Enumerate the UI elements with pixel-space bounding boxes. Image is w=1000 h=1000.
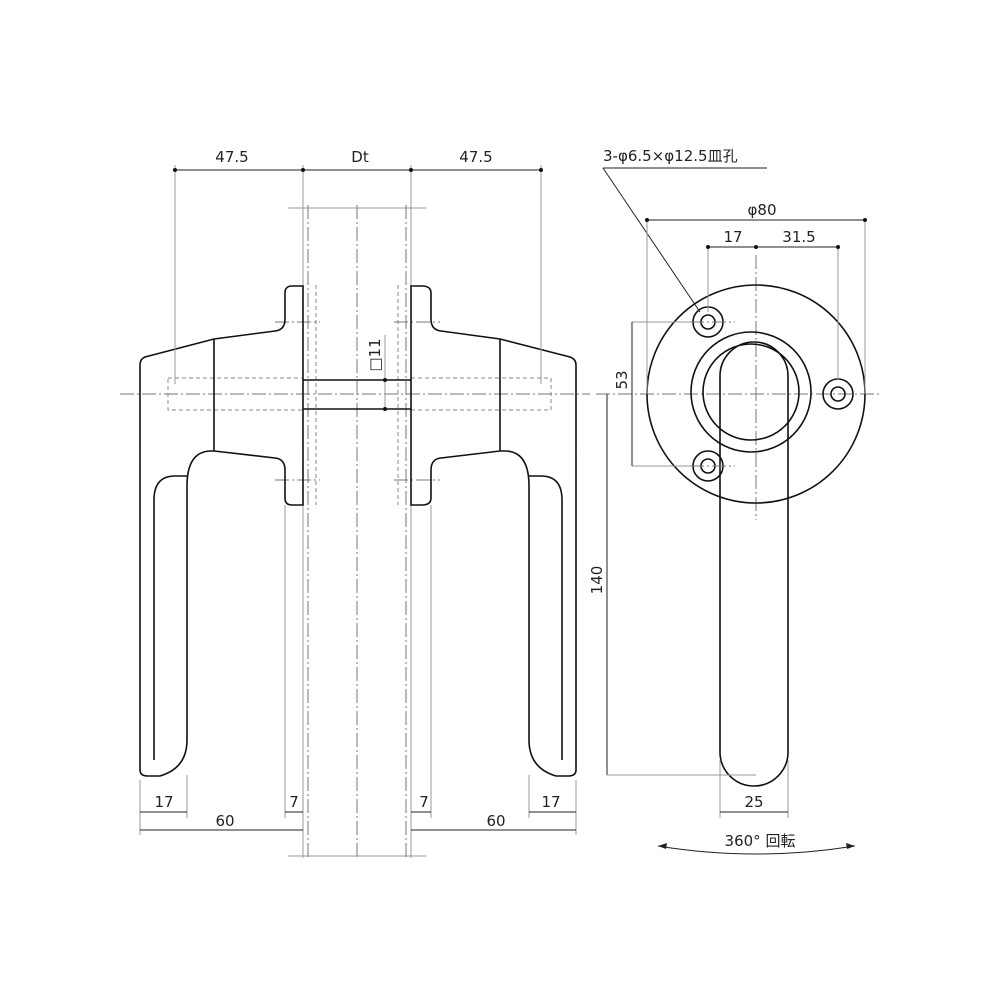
- dim-right-width: 47.5: [459, 148, 492, 166]
- dim-left-grip: 17: [154, 793, 173, 811]
- screw-holes: [690, 306, 854, 482]
- front-view: 47.5 Dt 47.5 □11 17 7 60 7 17 60: [120, 148, 590, 858]
- side-dimensions: [602, 167, 867, 855]
- right-lever: [410, 285, 577, 777]
- rotation-note: 360° 回転: [725, 832, 796, 850]
- dim-spindle: □11: [366, 338, 384, 371]
- spindle: [167, 335, 552, 411]
- dim-hole-offset: 17: [723, 228, 742, 246]
- dim-left-width: 47.5: [215, 148, 248, 166]
- hole-note: 3-φ6.5×φ12.5皿孔: [603, 147, 738, 165]
- dim-door-thickness: Dt: [351, 148, 369, 166]
- dim-lever-length: 140: [588, 566, 606, 595]
- dim-hole-pitch: 53: [613, 370, 631, 389]
- dim-right-projection: 60: [486, 812, 505, 830]
- left-lever: [139, 285, 304, 777]
- lever-arm: [719, 341, 789, 787]
- side-view: 3-φ6.5×φ12.5皿孔 φ80 17 31.5 53 140 25 360…: [588, 147, 880, 855]
- dim-lever-width: 25: [744, 793, 763, 811]
- rotation-arrow: [657, 845, 856, 855]
- dim-left-projection: 60: [215, 812, 234, 830]
- front-dimensions: [139, 165, 577, 835]
- dim-right-rose: 7: [419, 793, 429, 811]
- dim-rose-diameter: φ80: [748, 201, 777, 219]
- dim-left-rose: 7: [289, 793, 299, 811]
- dim-hole-right: 31.5: [782, 228, 815, 246]
- dim-right-grip: 17: [541, 793, 560, 811]
